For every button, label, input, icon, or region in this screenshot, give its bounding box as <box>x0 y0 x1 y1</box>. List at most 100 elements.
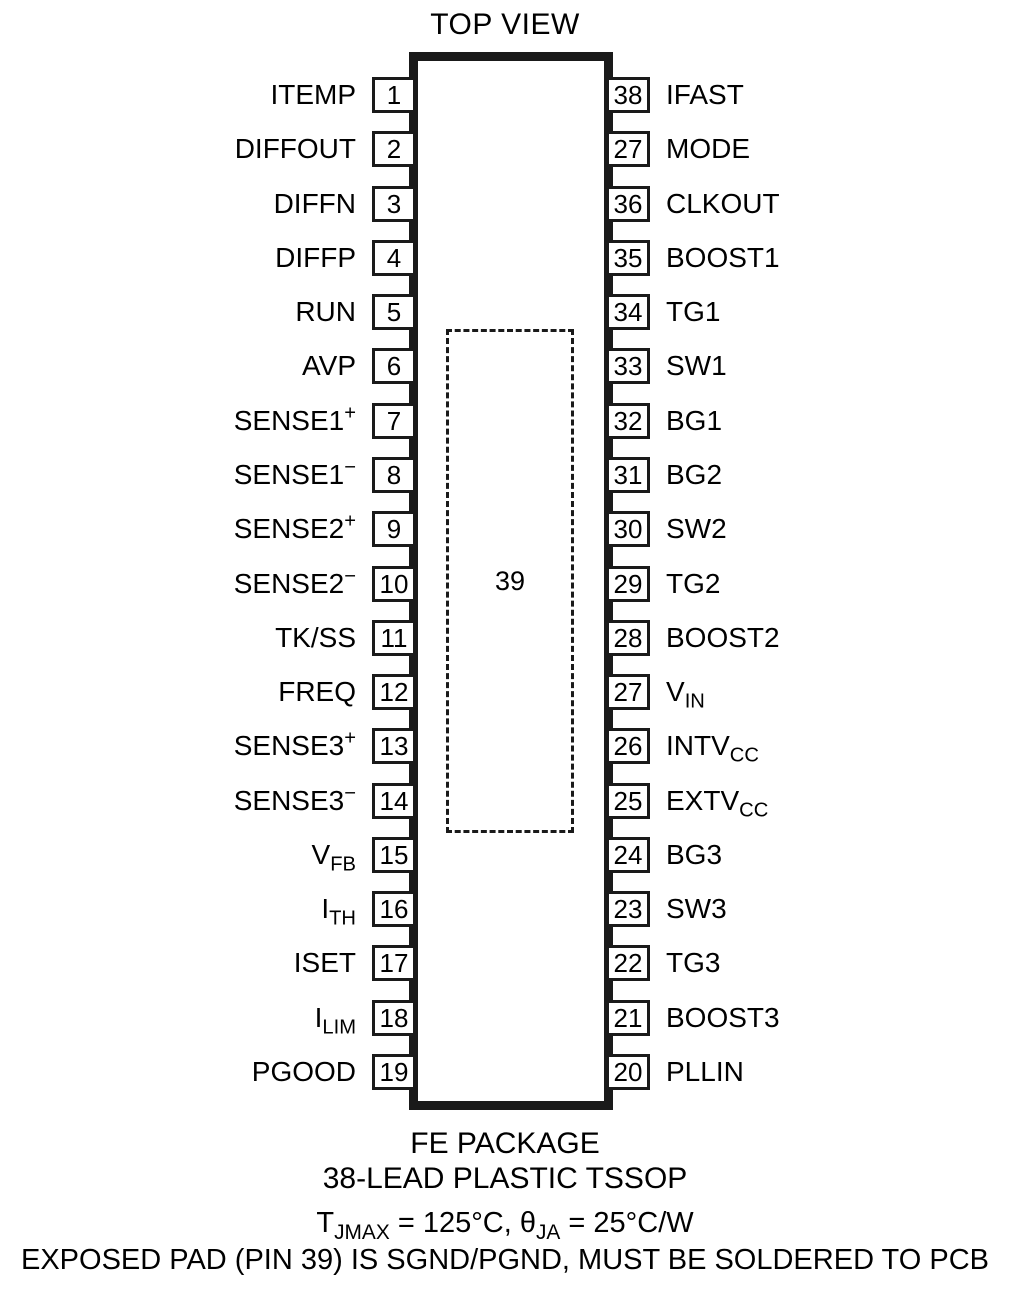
thermal-middle-text: = 125°C, θ <box>389 1207 536 1239</box>
pin-number-box: 36 <box>606 185 650 222</box>
pin-name-label: INTVCC <box>666 730 759 767</box>
pin-name-label: RUN <box>295 296 356 328</box>
pin-number-box: 29 <box>606 565 650 602</box>
package-description-caption: 38-LEAD PLASTIC TSSOP <box>0 1161 1010 1196</box>
pin-number-box: 15 <box>372 836 416 873</box>
pin-name-label: SENSE3+ <box>233 728 356 762</box>
pin-name-label: SENSE1+ <box>233 402 356 436</box>
thermal-spec-caption: TJMAX = 125°C, θJA = 25°C/W <box>0 1206 1010 1243</box>
pin-row: SENSE1−8 <box>60 456 416 493</box>
pin-name-label: ITEMP <box>270 79 356 110</box>
top-view-title: TOP VIEW <box>430 8 580 41</box>
pin-number-box: 35 <box>606 239 650 276</box>
pin-row: SENSE3−14 <box>60 782 416 819</box>
pin-number-box: 9 <box>372 511 416 548</box>
pin-row: ITH 16 <box>60 891 416 930</box>
exposed-pad-note-text: EXPOSED PAD (PIN 39) IS SGND/PGND, MUST … <box>21 1244 989 1276</box>
pin-name-label: ISET <box>293 947 356 979</box>
pin-name-label: IFAST <box>666 79 744 110</box>
package-name-caption: FE PACKAGE <box>0 1126 1010 1161</box>
pin-row: PGOOD 19 <box>60 1054 416 1091</box>
pin-row: 32 BG1 <box>606 402 1006 439</box>
pin-row: 22 TG3 <box>606 945 1006 982</box>
pin-number-box: 16 <box>372 891 416 928</box>
pin-number-box: 2 <box>372 131 416 168</box>
pin-name-label: BOOST3 <box>666 1001 780 1033</box>
pin-number-box: 12 <box>372 674 416 711</box>
pin-number-box: 5 <box>372 294 416 331</box>
pin-row: RUN 5 <box>60 294 416 331</box>
pin-number-box: 30 <box>606 511 650 548</box>
pin-number-box: 1 <box>372 77 416 113</box>
pin-name-label: BOOST2 <box>666 621 780 653</box>
pin-number-box: 10 <box>372 565 416 602</box>
pin-number-box: 19 <box>372 1054 416 1091</box>
pin-number-box: 18 <box>372 999 416 1036</box>
pin-name-label: AVP <box>302 350 356 382</box>
pin-row: SENSE2− 10 <box>60 565 416 602</box>
pin-row: TK/SS 11 <box>60 619 416 656</box>
pin-name-label: SENSE2− <box>233 565 356 599</box>
pin-name-label: TK/SS <box>275 621 356 653</box>
pin-name-label: TG2 <box>666 567 721 599</box>
pin-number-box: 24 <box>606 836 650 873</box>
thermal-subscript-ja: JA <box>535 1220 561 1244</box>
pin-name-label: BOOST1 <box>666 241 780 273</box>
pin-number-box: 13 <box>372 728 416 765</box>
pin-row: 29 TG2 <box>606 565 1006 602</box>
pin-row: ITEMP 1 <box>60 77 416 113</box>
pin-row: 25 EXTVCC <box>606 782 1006 822</box>
package-name-text: FE PACKAGE <box>410 1127 600 1160</box>
pin-row: FREQ 12 <box>60 674 416 711</box>
pin-row: ISET 17 <box>60 945 416 982</box>
pin-number-box: 20 <box>606 1054 650 1091</box>
pin-name-label: BG1 <box>666 404 723 436</box>
pin-number-box: 33 <box>606 348 650 385</box>
pin-number-box: 27 <box>606 131 650 168</box>
pin-number-box: 38 <box>606 77 650 113</box>
pin-name-label: FREQ <box>278 676 356 708</box>
pin-row: DIFFOUT 2 <box>60 131 416 168</box>
thermal-subscript-jmax: JMAX <box>334 1220 390 1244</box>
pin-name-label: EXTVCC <box>666 784 769 822</box>
pin-name-label: TG1 <box>666 296 721 328</box>
thermal-suffix-text: = 25°C/W <box>560 1207 694 1239</box>
pin-number-box: 26 <box>606 728 650 765</box>
pin-number-box: 4 <box>372 239 416 276</box>
exposed-pad-outline <box>446 329 574 833</box>
pin-name-label: DIFFOUT <box>234 133 356 165</box>
pin-number-box: 22 <box>606 945 650 982</box>
pin-number-box: 21 <box>606 999 650 1036</box>
pin-number-box: 6 <box>372 348 416 385</box>
pin-name-label: SENSE2+ <box>233 510 356 545</box>
pin-number-box: 17 <box>372 945 416 982</box>
exposed-pad-note-caption: EXPOSED PAD (PIN 39) IS SGND/PGND, MUST … <box>0 1243 1010 1277</box>
pin-name-label: ITH <box>321 893 356 930</box>
pin-name-label: BG2 <box>666 458 723 490</box>
pin-number-box: 32 <box>606 402 650 439</box>
pin-row: AVP 6 <box>60 348 416 385</box>
pin-number-box: 25 <box>606 782 650 819</box>
pin-name-label: SENSE1− <box>233 456 356 490</box>
pin-name-label: CLKOUT <box>666 187 780 219</box>
pin-number-box: 11 <box>372 619 416 656</box>
pin-row: 21 BOOST3 <box>606 999 1006 1036</box>
pin-name-label: TG3 <box>666 947 721 979</box>
pin-number-box: 27 <box>606 674 650 711</box>
pin-number-box: 7 <box>372 402 416 439</box>
pin-name-label: PGOOD <box>251 1056 356 1088</box>
thermal-symbol-t: T <box>316 1207 335 1239</box>
